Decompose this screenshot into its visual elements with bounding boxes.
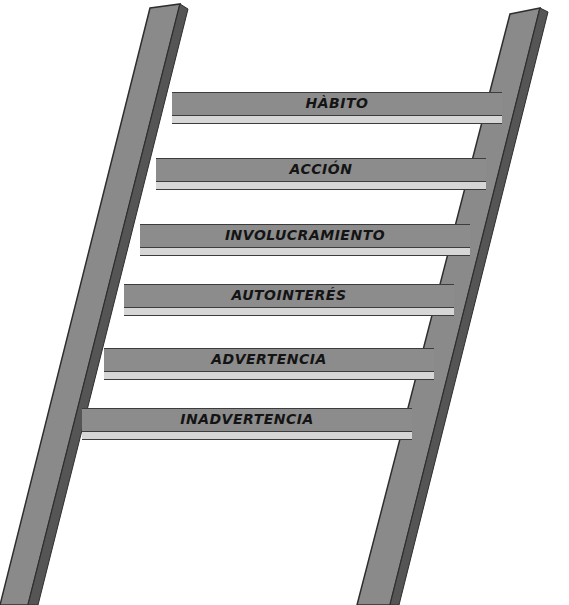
ladder-rung: INADVERTENCIA	[82, 408, 412, 440]
rung-label: ADVERTENCIA	[104, 349, 434, 370]
ladder-rung: ACCIÓN	[156, 158, 486, 190]
ladder-rung: INVOLUCRAMIENTO	[140, 224, 470, 256]
ladder-rung: HÀBITO	[172, 92, 502, 124]
rung-label: INVOLUCRAMIENTO	[140, 225, 470, 246]
ladder-rung: AUTOINTERÉS	[124, 284, 454, 316]
rung-label: HÀBITO	[172, 93, 502, 114]
rung-label: ACCIÓN	[156, 159, 486, 180]
rung-label: AUTOINTERÉS	[124, 285, 454, 306]
ladder-rung: ADVERTENCIA	[104, 348, 434, 380]
rung-label: INADVERTENCIA	[82, 409, 412, 430]
